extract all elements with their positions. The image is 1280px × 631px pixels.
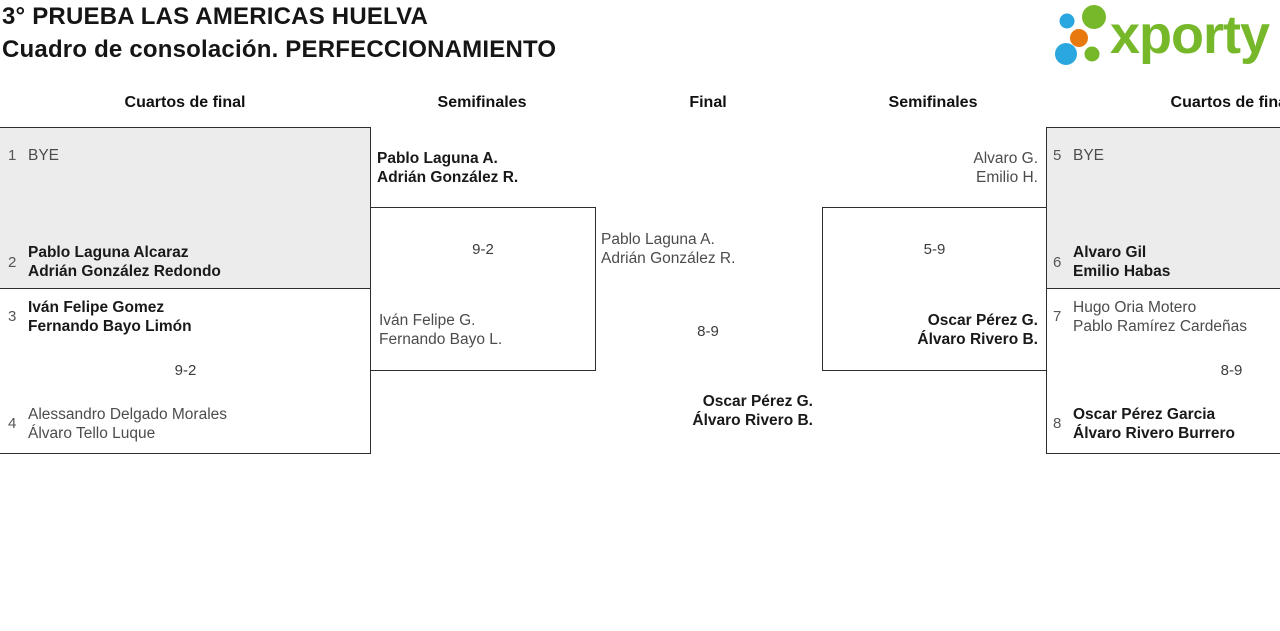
qf2-seed-bottom: 4 — [8, 415, 17, 432]
round-header-semifinals-left: Semifinales — [437, 94, 527, 111]
sf2-team-top-player1: Alvaro G. — [973, 150, 1038, 167]
logo-wordmark: xporty — [1110, 5, 1270, 65]
title-block: 3° PRUEBA LAS AMERICAS HUELVA Cuadro de … — [2, 0, 556, 66]
qf2-score: 9-2 — [174, 362, 197, 379]
logo-dot-blue-large — [1055, 43, 1077, 65]
page-subtitle: Cuadro de consolación. PERFECCIONAMIENTO — [2, 36, 557, 63]
round-header-final: Final — [689, 94, 727, 111]
final-team-bottom-player2: Álvaro Rivero B. — [692, 412, 813, 429]
qf2-team-top-player2: Fernando Bayo Limón — [28, 318, 192, 335]
qf2-seed-top: 3 — [8, 308, 17, 325]
round-header-semifinals-right: Semifinales — [888, 94, 978, 111]
qf3-team-bottom: Alvaro Gil Emilio Habas — [1073, 243, 1170, 281]
match-box-qf2 — [0, 288, 371, 454]
sf1-team-bottom: Iván Felipe G. Fernando Bayo L. — [379, 311, 502, 349]
final-team-bottom-player1: Oscar Pérez G. — [702, 393, 813, 410]
qf4-score: 8-9 — [1220, 362, 1243, 379]
qf2-team-bottom: Alessandro Delgado Morales Álvaro Tello … — [28, 405, 227, 443]
qf1-team-bottom-player2: Adrián González Redondo — [28, 263, 221, 280]
sf1-team-top: Pablo Laguna A. Adrián González R. — [377, 149, 518, 187]
logo-dot-green-large — [1082, 5, 1106, 29]
sf2-team-bottom: Oscar Pérez G. Álvaro Rivero B. — [788, 311, 1038, 349]
qf2-team-bottom-player1: Alessandro Delgado Morales — [28, 406, 228, 423]
qf4-team-top: Hugo Oria Motero Pablo Ramírez Cardeñas — [1073, 298, 1247, 336]
qf1-seed-bottom: 2 — [8, 254, 17, 271]
qf3-team-bottom-player2: Emilio Habas — [1073, 263, 1171, 280]
final-team-top-player1: Pablo Laguna A. — [601, 231, 715, 248]
xporty-logo[interactable]: xporty — [1049, 0, 1280, 76]
qf2-team-top: Iván Felipe Gomez Fernando Bayo Limón — [28, 298, 192, 336]
qf4-seed-bottom: 8 — [1053, 415, 1062, 432]
sf1-score: 9-2 — [472, 241, 494, 258]
sf2-score: 5-9 — [923, 241, 946, 258]
qf3-team-top-player1: BYE — [1073, 147, 1105, 164]
final-score: 8-9 — [697, 323, 719, 340]
final-team-bottom: Oscar Pérez G. Álvaro Rivero B. — [563, 392, 813, 430]
qf3-seed-bottom: 6 — [1053, 254, 1062, 271]
logo-dot-blue-small — [1059, 13, 1075, 29]
final-team-top-player2: Adrián González R. — [601, 250, 736, 267]
sf1-team-bottom-player2: Fernando Bayo L. — [379, 331, 503, 348]
logo-dot-green-small — [1084, 46, 1100, 62]
sf1-team-top-player2: Adrián González R. — [377, 169, 519, 186]
qf1-team-bottom: Pablo Laguna Alcaraz Adrián González Red… — [28, 243, 221, 281]
qf3-seed-top: 5 — [1053, 147, 1062, 164]
round-header-quarterfinals-left: Cuartos de final — [124, 94, 246, 111]
qf2-team-bottom-player2: Álvaro Tello Luque — [28, 425, 156, 442]
logo-dot-orange — [1070, 29, 1088, 47]
round-header-quarterfinals-right: Cuartos de final — [1170, 94, 1280, 111]
qf3-team-bottom-player1: Alvaro Gil — [1073, 244, 1147, 261]
qf4-team-top-player1: Hugo Oria Motero — [1073, 299, 1197, 316]
qf1-team-bottom-player1: Pablo Laguna Alcaraz — [28, 244, 189, 261]
qf2-team-top-player1: Iván Felipe Gomez — [28, 299, 165, 316]
sf2-team-bottom-player2: Álvaro Rivero B. — [917, 331, 1038, 348]
sf1-team-bottom-player1: Iván Felipe G. — [379, 312, 476, 329]
sf1-team-top-player1: Pablo Laguna A. — [377, 150, 498, 167]
qf4-seed-top: 7 — [1053, 308, 1062, 325]
match-box-qf1 — [0, 127, 371, 289]
qf1-team-top-player1: BYE — [28, 147, 60, 164]
page-title: 3° PRUEBA LAS AMERICAS HUELVA — [2, 3, 429, 30]
qf4-team-bottom-player2: Álvaro Rivero Burrero — [1073, 425, 1235, 442]
sf2-team-top: Alvaro G. Emilio H. — [788, 149, 1038, 187]
qf1-seed-top: 1 — [8, 147, 17, 164]
sf2-team-top-player2: Emilio H. — [975, 169, 1038, 186]
match-box-sf2 — [822, 207, 1047, 371]
final-team-top: Pablo Laguna A. Adrián González R. — [601, 230, 735, 268]
logo-dots-icon — [1055, 5, 1106, 65]
qf4-team-bottom-player1: Oscar Pérez Garcia — [1073, 406, 1216, 423]
sf2-team-bottom-player1: Oscar Pérez G. — [927, 312, 1038, 329]
qf4-team-top-player2: Pablo Ramírez Cardeñas — [1073, 318, 1248, 335]
match-box-qf4 — [1046, 288, 1280, 454]
match-box-qf3 — [1046, 127, 1280, 289]
qf4-team-bottom: Oscar Pérez Garcia Álvaro Rivero Burrero — [1073, 405, 1235, 443]
match-box-sf1 — [370, 207, 596, 371]
